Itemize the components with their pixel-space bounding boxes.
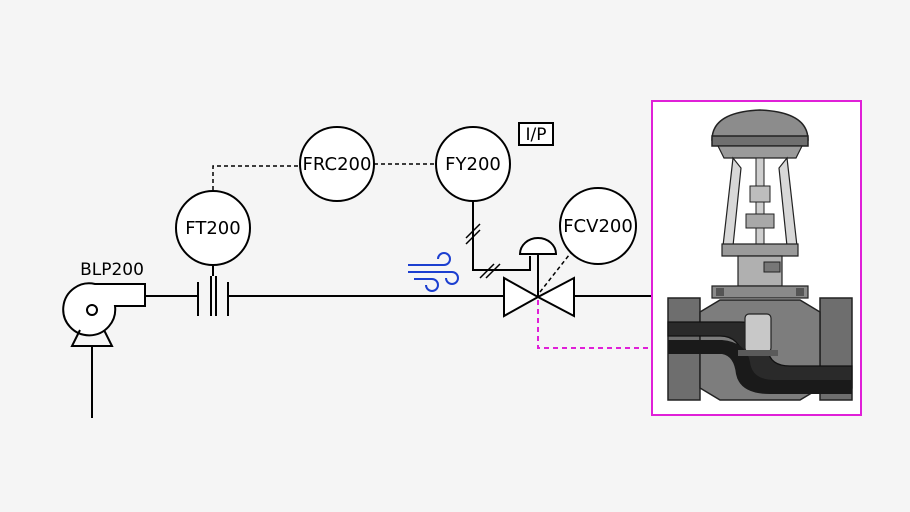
- fy200-tag: FY200: [445, 154, 501, 175]
- ip-label: I/P: [526, 125, 547, 145]
- valve-cutaway-illustration: [667, 109, 853, 401]
- callout-leader-line: [537, 300, 652, 349]
- signal-lines: [212, 163, 574, 293]
- frc200-tag: FRC200: [303, 154, 372, 175]
- pump-blp200: [62, 282, 146, 347]
- control-valve: [503, 237, 575, 318]
- instrument-frc200[interactable]: FRC200: [299, 126, 375, 202]
- orifice-plate: [197, 276, 229, 316]
- fcv200-tag: FCV200: [563, 216, 633, 237]
- instrument-ft200[interactable]: FT200: [175, 190, 251, 266]
- air-supply-icon: [408, 252, 459, 292]
- pump-tag: BLP200: [80, 260, 144, 280]
- ft200-tag: FT200: [185, 218, 240, 239]
- instrument-fcv200[interactable]: FCV200: [559, 187, 637, 265]
- instrument-fy200[interactable]: FY200: [435, 126, 511, 202]
- ip-converter-box: I/P: [518, 122, 554, 146]
- pneumatic-line: [465, 201, 531, 279]
